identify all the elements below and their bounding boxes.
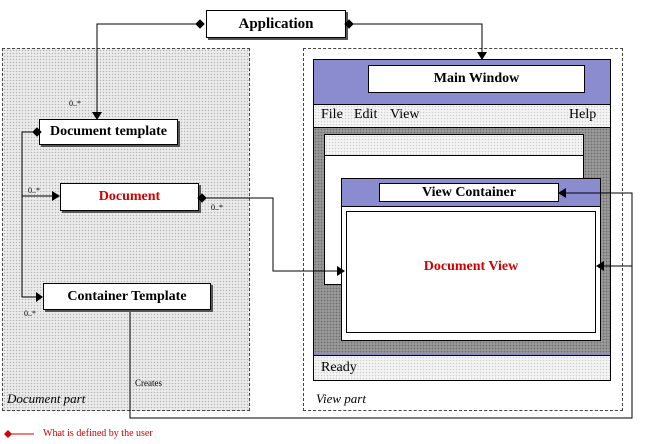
mainwindow-arrow [477, 52, 487, 60]
mult-doctemplate: 0..* [69, 99, 81, 108]
mult-container: 0..* [24, 309, 36, 318]
document-part-label: Document part [7, 391, 86, 406]
legend-text: What is defined by the user [43, 428, 153, 439]
doctemplate-bracket-line [21, 131, 37, 298]
document-diamond [197, 193, 207, 203]
menu-view: View [390, 107, 420, 122]
creates-label: Creates [135, 378, 162, 388]
main-window-title: Main Window [368, 65, 585, 93]
viewcontainer-arrow [558, 188, 566, 198]
mult-doc-link: 0..* [211, 203, 223, 212]
container-creates-line [129, 265, 633, 419]
documentview-right-arrow [596, 261, 604, 271]
app-to-doctemplate-line [96, 23, 204, 112]
doctemplate-arrow [92, 112, 102, 120]
container-template-box: Container Template [43, 283, 211, 310]
status-bar [314, 355, 610, 380]
legend-diamond [4, 430, 12, 438]
app-left-diamond [195, 19, 205, 29]
document-template-box: Document template [39, 119, 178, 145]
menu-file: File [321, 107, 343, 122]
mult-document: 0..* [28, 186, 40, 195]
child-window-back-titlebar [325, 135, 583, 156]
document-box: Document [60, 183, 199, 211]
container-to-viewcontainer-line [566, 192, 633, 266]
document-part-region [2, 48, 250, 411]
app-right-diamond [344, 19, 354, 29]
menu-edit: Edit [354, 107, 378, 122]
status-ready: Ready [321, 360, 357, 375]
document-view-box [346, 211, 596, 333]
document-arrow [52, 191, 60, 201]
view-container-title: View Container [379, 183, 559, 202]
app-to-mainwindow-line [349, 23, 483, 52]
menu-bar [314, 104, 610, 128]
document-view-label: Document View [423, 259, 519, 274]
documentview-arrow [337, 266, 345, 276]
document-to-view-line [205, 197, 337, 272]
application-box: Application [206, 10, 346, 38]
container-arrow [36, 292, 43, 302]
view-part-label: View part [316, 391, 366, 406]
doctemplate-diamond [32, 127, 42, 137]
menu-help: Help [569, 107, 597, 122]
